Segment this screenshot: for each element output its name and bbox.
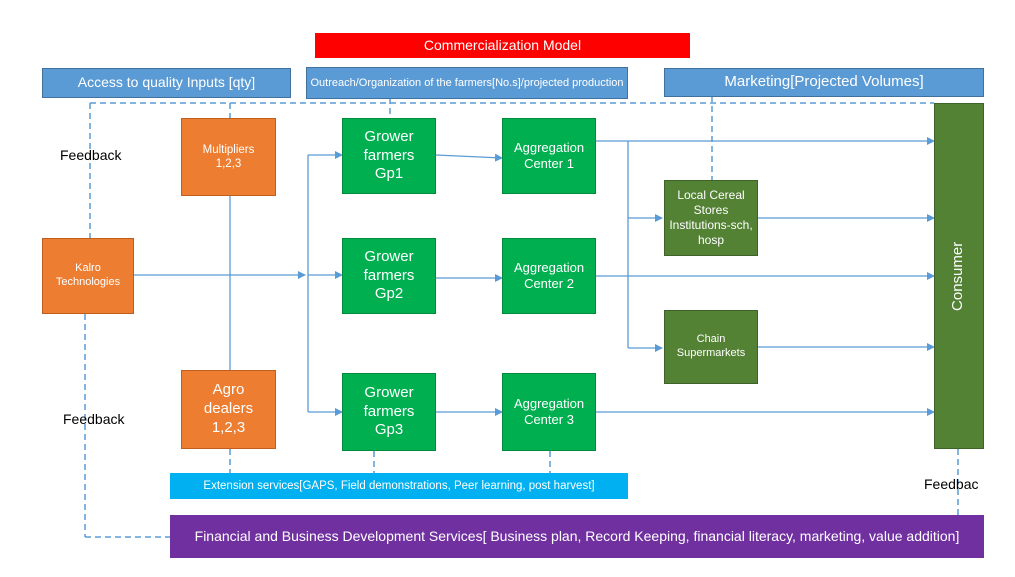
marketing-bar: Marketing[Projected Volumes] (664, 68, 984, 97)
outreach-bar: Outreach/Organization of the farmers[No.… (306, 67, 628, 99)
extension-services-bar: Extension services[GAPS, Field demonstra… (170, 473, 628, 499)
aggregation-center-2-node: Aggregation Center 2 (502, 238, 596, 314)
grower-farmers-gp1-node: Grower farmers Gp1 (342, 118, 436, 194)
access-inputs-bar: Access to quality Inputs [qty] (42, 68, 291, 98)
chain-supermarkets-node: Chain Supermarkets (664, 310, 758, 384)
feedback-label-bottom: Feedback (63, 411, 125, 427)
diagram-title: Commercialization Model (315, 33, 690, 58)
financial-services-bar: Financial and Business Development Servi… (170, 515, 984, 558)
consumer-label: Consumer (949, 241, 967, 311)
kalro-technologies-node: Kalro Technologies (42, 238, 134, 314)
grower-farmers-gp3-node: Grower farmers Gp3 (342, 373, 436, 451)
grower-farmers-gp2-node: Grower farmers Gp2 (342, 238, 436, 314)
consumer-node: Consumer (934, 103, 984, 449)
feedback-label-right: Feedbac (924, 476, 979, 492)
feedback-label-top: Feedback (60, 147, 122, 163)
aggregation-center-3-node: Aggregation Center 3 (502, 373, 596, 451)
aggregation-center-1-node: Aggregation Center 1 (502, 118, 596, 194)
multipliers-node: Multipliers 1,2,3 (181, 118, 276, 196)
local-cereal-stores-node: Local Cereal Stores Institutions-sch, ho… (664, 180, 758, 256)
agro-dealers-node: Agro dealers 1,2,3 (181, 370, 276, 449)
